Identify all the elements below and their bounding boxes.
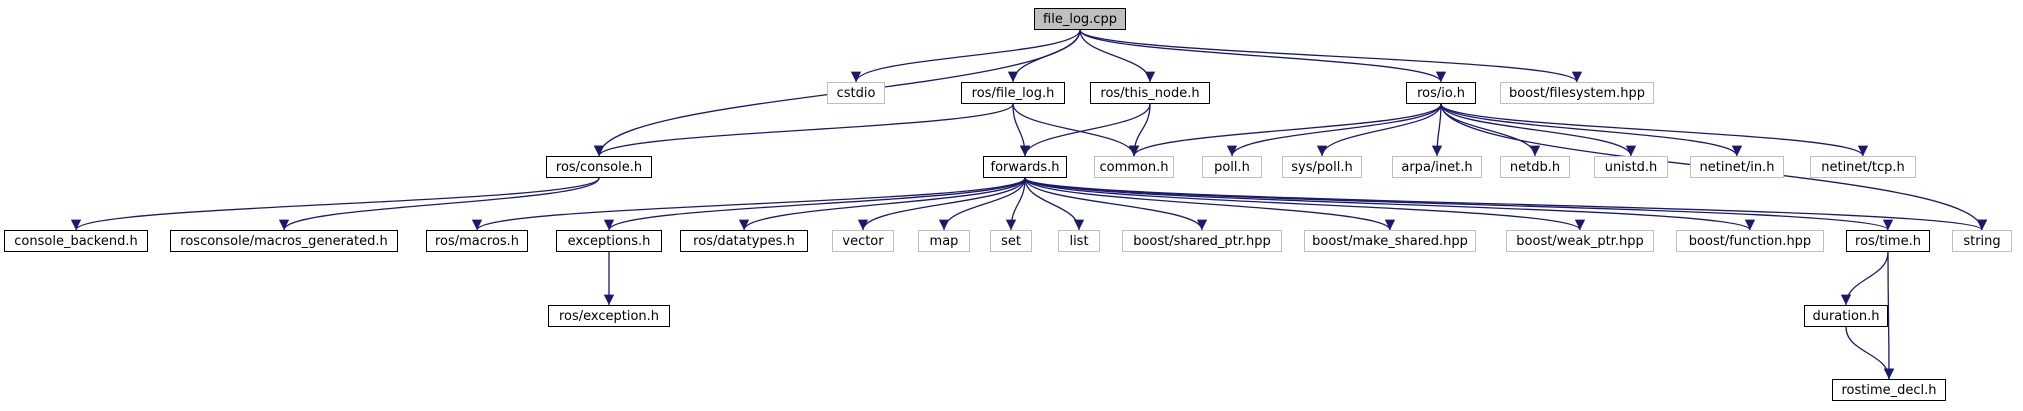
- node-sys-poll-h[interactable]: sys/poll.h: [1282, 156, 1362, 178]
- node-file-log-cpp[interactable]: file_log.cpp: [1034, 8, 1126, 30]
- edge-file_log_cpp-to-cstdio: [850, 29, 1081, 83]
- node-netinet-tcp-h[interactable]: netinet/tcp.h: [1810, 156, 1916, 178]
- node-ros-io-h[interactable]: ros/io.h: [1406, 82, 1476, 104]
- edge-ros_this_node_h-to-forwards_h: [1019, 103, 1151, 157]
- node-console-backend-h[interactable]: console_backend.h: [4, 230, 148, 252]
- node-netdb-h[interactable]: netdb.h: [1500, 156, 1570, 178]
- node-ros-exception-h[interactable]: ros/exception.h: [548, 305, 670, 327]
- edge-forwards_h-to-exceptions_h: [603, 177, 1026, 231]
- node-boost-filesystem-hpp[interactable]: boost/filesystem.hpp: [1500, 82, 1654, 104]
- edge-forwards_h-to-boost_make_shared_hpp: [1024, 177, 1396, 231]
- edge-ros_io_h-to-common_h: [1128, 103, 1442, 157]
- edge-ros_time_h-to-duration_h: [1840, 251, 1889, 306]
- node-map[interactable]: map: [918, 230, 970, 252]
- node-common-h[interactable]: common.h: [1094, 156, 1174, 178]
- edge-ros_io_h-to-netinet_tcp_h: [1440, 103, 1869, 157]
- node-duration-h[interactable]: duration.h: [1804, 305, 1888, 327]
- edge-forwards_h-to-boost_weak_ptr_hpp: [1024, 177, 1585, 231]
- edge-duration_h-to-rostime_decl_h: [1845, 326, 1895, 380]
- edge-forwards_h-to-vector: [857, 177, 1026, 231]
- node-boost-make-shared-hpp[interactable]: boost/make_shared.hpp: [1304, 230, 1476, 252]
- node-ros-datatypes-h[interactable]: ros/datatypes.h: [680, 230, 808, 252]
- edge-forwards_h-to-ros_datatypes_h: [738, 177, 1026, 231]
- edge-ros_file_log_h-to-common_h: [1012, 103, 1140, 157]
- node-arpa-inet-h[interactable]: arpa/inet.h: [1392, 156, 1482, 178]
- edge-forwards_h-to-set: [1005, 177, 1026, 231]
- edge-ros_io_h-to-netinet_in_h: [1440, 103, 1743, 157]
- edge-ros_file_log_h-to-forwards_h: [1012, 103, 1031, 157]
- node-rosconsole-macros-generated-h[interactable]: rosconsole/macros_generated.h: [170, 230, 398, 252]
- node-forwards-h[interactable]: forwards.h: [983, 156, 1067, 178]
- edge-forwards_h-to-string: [1024, 177, 1987, 231]
- node-ros-macros-h[interactable]: ros/macros.h: [426, 230, 528, 252]
- edge-forwards_h-to-list: [1024, 177, 1085, 231]
- edge-file_log_cpp-to-boost_filesystem_hpp: [1079, 29, 1583, 83]
- edge-ros_io_h-to-sys_poll_h: [1316, 103, 1442, 157]
- node-set[interactable]: set: [990, 230, 1032, 252]
- edge-ros_time_h-to-rostime_decl_h: [1883, 251, 1895, 380]
- node-vector[interactable]: vector: [832, 230, 894, 252]
- edge-forwards_h-to-boost_shared_ptr_hpp: [1024, 177, 1208, 231]
- edge-forwards_h-to-map: [938, 177, 1026, 231]
- edge-ros_console_h-to-macros_generated_h: [278, 177, 600, 231]
- node-boost-shared-ptr-hpp[interactable]: boost/shared_ptr.hpp: [1122, 230, 1282, 252]
- node-unistd-h[interactable]: unistd.h: [1594, 156, 1668, 178]
- node-boost-weak-ptr-hpp[interactable]: boost/weak_ptr.hpp: [1506, 230, 1654, 252]
- edge-ros_this_node_h-to-common_h: [1128, 103, 1151, 157]
- edge-ros_file_log_h-to-ros_console_h: [593, 103, 1014, 157]
- edge-forwards_h-to-boost_function_hpp: [1024, 177, 1755, 231]
- node-ros-file-log-h[interactable]: ros/file_log.h: [961, 82, 1065, 104]
- node-netinet-in-h[interactable]: netinet/in.h: [1690, 156, 1784, 178]
- edge-ros_io_h-to-unistd_h: [1440, 103, 1637, 157]
- node-poll-h[interactable]: poll.h: [1202, 156, 1262, 178]
- edge-file_log_cpp-to-ros_this_node_h: [1079, 29, 1156, 83]
- edge-file_log_cpp-to-ros_io_h: [1079, 29, 1447, 83]
- edge-forwards_h-to-ros_time_h: [1024, 177, 1893, 231]
- node-ros-this-node-h[interactable]: ros/this_node.h: [1090, 82, 1210, 104]
- node-ros-console-h[interactable]: ros/console.h: [546, 156, 652, 178]
- node-cstdio[interactable]: cstdio: [827, 82, 885, 104]
- node-boost-function-hpp[interactable]: boost/function.hpp: [1676, 230, 1824, 252]
- edge-forwards_h-to-ros_macros_h: [472, 177, 1026, 231]
- edge-ros_io_h-to-arpa_inet_h: [1431, 103, 1443, 157]
- node-string[interactable]: string: [1952, 230, 2012, 252]
- node-exceptions-h[interactable]: exceptions.h: [556, 230, 662, 252]
- node-list[interactable]: list: [1058, 230, 1100, 252]
- node-ros-time-h[interactable]: ros/time.h: [1846, 230, 1930, 252]
- edge-ros_io_h-to-poll_h: [1226, 103, 1442, 157]
- node-rostime-decl-h[interactable]: rostime_decl.h: [1832, 379, 1946, 401]
- edge-ros_console_h-to-console_backend_h: [71, 177, 600, 231]
